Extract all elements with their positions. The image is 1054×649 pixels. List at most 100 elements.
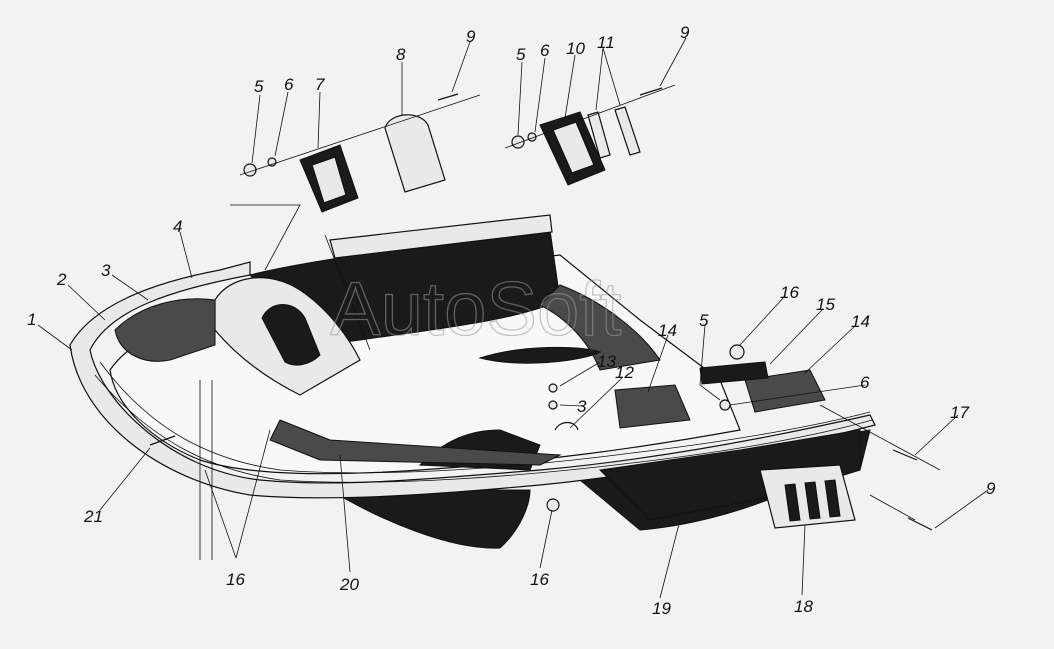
leader-16b: [539, 509, 553, 569]
floor-pan: [69, 214, 876, 549]
washer-6-left: [267, 157, 277, 167]
rear-bulkhead-lip: [329, 214, 553, 259]
axis-line-drop-10: [324, 234, 371, 351]
leader-6a: [274, 91, 289, 157]
loose-parts: [149, 87, 933, 531]
leader-11: [595, 47, 621, 111]
leader-3a: [111, 274, 149, 301]
leader-20: [339, 454, 351, 573]
part-14-block-left: [614, 384, 691, 429]
callout-16-left: 16: [226, 570, 245, 589]
leader-16a: [739, 295, 786, 346]
axis-line-left: [239, 94, 481, 176]
watermark: AutoSoft: [330, 267, 622, 352]
callout-5-right: 5: [516, 45, 526, 64]
pedal-pad-rib-3: [824, 479, 841, 518]
leader-1: [37, 324, 73, 351]
screw-9-top: [437, 93, 459, 101]
callout-6-right: 6: [540, 41, 550, 60]
callout-14-left: 14: [658, 321, 677, 340]
callout-8: 8: [396, 45, 406, 64]
callout-labels: 1 2 3 3 4 5 5 5 6 6 6 7 8 9 9 9 10 11 12…: [27, 23, 996, 618]
part-7-slot: [311, 156, 347, 204]
callout-3-lower: 3: [577, 397, 587, 416]
leader-6c: [729, 384, 866, 406]
axis-line-9b: [869, 494, 916, 521]
callout-5-left: 5: [254, 77, 264, 96]
screw-17: [892, 449, 918, 461]
leader-3b: [559, 404, 583, 407]
callout-9-bottom: 9: [986, 479, 996, 498]
side-rail-stripe: [99, 361, 871, 474]
callout-2: 2: [56, 270, 67, 289]
callout-16-top: 16: [780, 283, 799, 302]
callout-6-rear: 6: [860, 373, 870, 392]
callout-11: 11: [597, 33, 615, 52]
callout-14-right: 14: [851, 312, 870, 331]
callout-18: 18: [794, 597, 813, 616]
callout-5-rear: 5: [699, 311, 709, 330]
floor-oval-opening: [478, 346, 602, 364]
latch-handle-12: [554, 421, 579, 431]
callout-15: 15: [816, 295, 835, 314]
axis-line-drop-7: [230, 204, 301, 271]
leader-2: [67, 284, 106, 321]
callout-10: 10: [566, 39, 585, 58]
nut-5-right: [511, 135, 525, 149]
axis-line-17: [819, 404, 941, 471]
side-rail-stripe-2: [94, 374, 873, 483]
assembly-lines: [199, 84, 941, 560]
callout-13: 13: [597, 352, 616, 371]
leader-6b: [534, 57, 546, 133]
callout-9-top: 9: [466, 27, 476, 46]
step-box-19: [598, 429, 861, 521]
leader-9a: [451, 41, 471, 93]
leader-13: [559, 361, 601, 387]
leader-12: [569, 377, 623, 429]
callout-19: 19: [652, 599, 671, 618]
front-left-pocket: [114, 298, 216, 362]
part-15-bar: [699, 361, 769, 385]
callout-6-left: 6: [284, 75, 294, 94]
screw-21: [149, 435, 176, 446]
nut-13: [548, 383, 558, 393]
callout-9-right: 9: [680, 23, 690, 42]
callout-17: 17: [950, 403, 969, 422]
washer-6-rear: [719, 399, 731, 411]
right-shelf: [539, 284, 661, 371]
leader-14a: [647, 334, 669, 393]
callout-20: 20: [339, 575, 359, 594]
callout-3: 3: [101, 261, 111, 280]
part-14-block-right: [744, 369, 826, 413]
part-8-cover: [384, 114, 446, 193]
leader-5a: [251, 94, 261, 164]
pedal-pad-rib-1: [784, 483, 801, 522]
part-11-strip-a: [587, 111, 611, 159]
outer-rim: [69, 261, 876, 499]
leader-9b: [659, 37, 687, 87]
leader-4: [179, 231, 193, 279]
leader-5b: [517, 61, 523, 136]
washer-3: [548, 400, 558, 410]
pedal-pad-rib-2: [804, 481, 821, 520]
leader-21: [99, 447, 151, 511]
axis-line-right: [504, 84, 676, 149]
side-rail-20: [269, 419, 562, 466]
leader-5c: [699, 324, 721, 401]
leader-10: [564, 54, 576, 119]
callout-21: 21: [83, 507, 103, 526]
callout-12: 12: [615, 363, 634, 382]
leader-18: [801, 524, 806, 596]
screw-9-right: [639, 87, 663, 96]
rear-step-assembly: [598, 429, 861, 529]
leader-lines: [37, 37, 989, 599]
leader-14b: [804, 324, 857, 374]
tunnel-opening: [261, 304, 321, 366]
leader-19: [659, 519, 681, 599]
leader-9c: [934, 489, 989, 529]
leader-7: [317, 91, 321, 149]
nut-16-top: [729, 344, 745, 360]
leader-17: [914, 414, 959, 456]
